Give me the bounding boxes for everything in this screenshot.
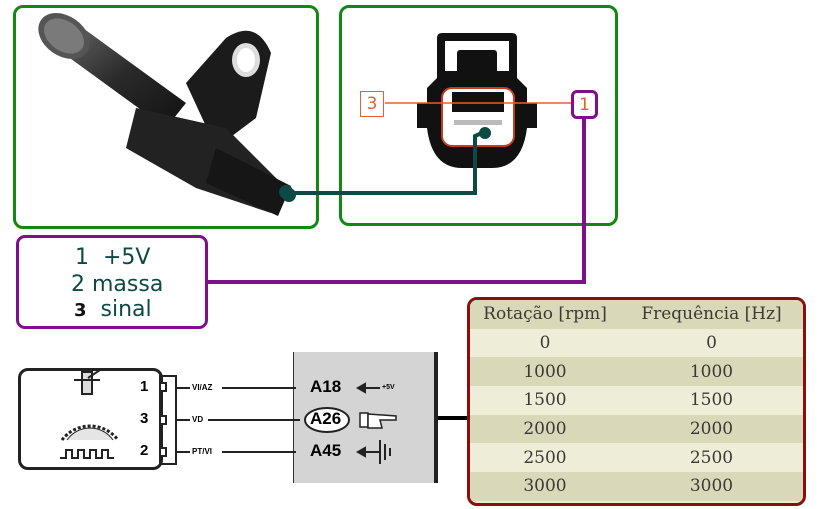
wire-label-vi-az: VI/AZ xyxy=(192,383,213,392)
table-row: 3000 3000 xyxy=(470,472,803,501)
cell: 3000 xyxy=(523,476,567,497)
legend-text: massa xyxy=(92,272,164,297)
legend-num: 2 xyxy=(71,272,85,297)
pointing-hand-icon xyxy=(359,412,397,429)
pin1-wire xyxy=(207,118,586,284)
cell: 1000 xyxy=(689,361,734,382)
pin-num-2: 2 xyxy=(140,442,149,459)
cell: 2500 xyxy=(689,447,734,468)
wire-label-vd: VD xyxy=(192,415,204,424)
legend-text: +5V xyxy=(103,245,151,270)
cell: 3000 xyxy=(689,476,734,497)
pin-3-tag: 3 xyxy=(360,91,384,117)
table-row: 2500 2500 xyxy=(470,443,803,473)
column-header: Rotação [rpm] xyxy=(483,304,607,325)
terminal-a45: A45 xyxy=(310,441,342,460)
legend-num: 3 xyxy=(74,300,87,321)
terminal-a26: A26 xyxy=(310,409,342,428)
cell: 0 xyxy=(706,333,717,354)
arrow-icon xyxy=(355,382,391,464)
cell: 2000 xyxy=(689,419,734,440)
cell: 1000 xyxy=(523,361,567,382)
legend-num: 1 xyxy=(75,245,89,270)
pin-num-3: 3 xyxy=(140,410,149,427)
column-header: Frequência [Hz] xyxy=(641,304,782,325)
legend-text: sinal xyxy=(100,297,152,322)
pin-legend: 1 +5V 2 massa 3 sinal xyxy=(16,235,208,329)
table-row: 1500 1500 xyxy=(470,386,803,415)
cell: 0 xyxy=(539,333,551,354)
sensor-schematic xyxy=(60,369,397,465)
cell: 2000 xyxy=(523,419,567,440)
table-header: Rotação [rpm] Frequência [Hz] xyxy=(470,300,803,329)
pin-1-tag: 1 xyxy=(571,90,598,119)
cell: 1500 xyxy=(689,390,734,411)
cell: 2500 xyxy=(523,447,567,468)
table-row: 1000 1000 xyxy=(470,357,803,387)
cell: 1500 xyxy=(523,390,567,411)
sensor-photo-frame xyxy=(13,5,319,229)
terminal-a18: A18 xyxy=(310,377,342,396)
sensor-icon xyxy=(60,369,120,459)
pin-num-1: 1 xyxy=(140,378,149,395)
supply-5v-label: +5V xyxy=(382,384,395,391)
pin2-wire xyxy=(287,130,485,195)
wire-label-pt-vi: PT/VI xyxy=(192,447,213,456)
table-row: 2000 2000 xyxy=(470,414,803,444)
camshaft-sensor-image xyxy=(38,13,296,216)
